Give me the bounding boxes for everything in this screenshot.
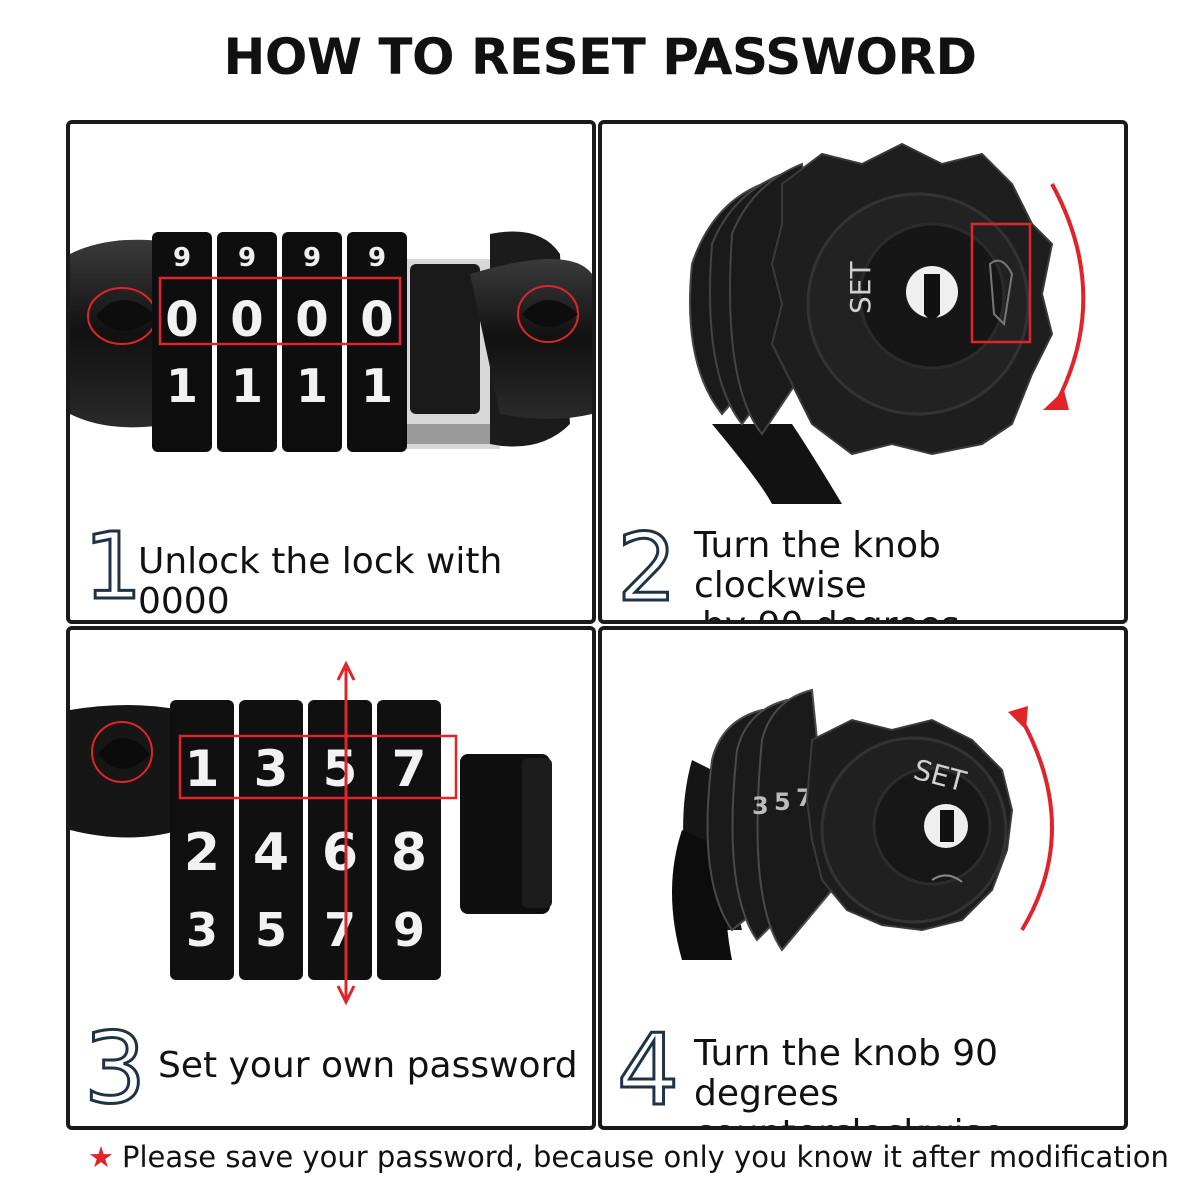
step-2-panel: SET 2 Turn the knob clockwise by 90 degr… bbox=[598, 120, 1128, 624]
highlight-box bbox=[158, 276, 402, 346]
dial-1-mid: 0 bbox=[165, 292, 198, 348]
counterclockwise-arrow bbox=[1020, 719, 1054, 932]
step-number-4: 4 bbox=[615, 1014, 680, 1112]
svg-text:2: 2 bbox=[617, 516, 677, 608]
lock-dials-photo: 9 9 9 9 0 0 0 0 1 1 1 1 bbox=[70, 231, 592, 452]
set-label: SET bbox=[844, 261, 877, 314]
dial-1-lower: 2 bbox=[184, 823, 220, 883]
step-2-caption: Turn the knob clockwise by 90 degrees bbox=[694, 525, 960, 621]
step-3-caption: Set your own password bbox=[158, 1045, 578, 1086]
side-digit: 3 bbox=[752, 792, 769, 820]
dial-1-bottom: 1 bbox=[166, 359, 198, 413]
dial-3-top: 9 bbox=[303, 243, 321, 273]
dial-4-lower: 8 bbox=[391, 823, 427, 883]
dial-3-bottom: 1 bbox=[296, 359, 328, 413]
step-1-caption: Unlock the lock with 0000 bbox=[138, 541, 503, 622]
dial-2-mid: 3 bbox=[254, 740, 289, 798]
clockwise-arrow bbox=[1050, 183, 1086, 403]
dial-2-lower: 4 bbox=[253, 823, 289, 883]
lock-dials-photo-set: 1 3 5 7 2 4 6 8 3 5 7 9 bbox=[70, 660, 552, 1006]
dial-1-bottom: 3 bbox=[186, 903, 218, 957]
dial-3-bottom: 7 bbox=[324, 903, 356, 957]
dial-4-bottom: 1 bbox=[361, 359, 393, 413]
dial-4-mid: 7 bbox=[392, 740, 427, 798]
dial-1-mid: 1 bbox=[185, 740, 220, 798]
svg-text:3: 3 bbox=[84, 1014, 146, 1110]
dial-4-bottom: 9 bbox=[393, 903, 425, 957]
step-4-caption: Turn the knob 90 degrees counterclockwis… bbox=[694, 1033, 1005, 1127]
step-1-panel: 9 9 9 9 0 0 0 0 1 1 1 1 1 Unlock the loc… bbox=[66, 120, 596, 624]
dial-2-mid: 0 bbox=[230, 292, 263, 348]
dial-group: 1 3 5 7 2 4 6 8 3 5 7 9 bbox=[170, 700, 441, 980]
footer-note: ★Please save your password, because only… bbox=[88, 1140, 1169, 1174]
dial-2-bottom: 1 bbox=[231, 359, 263, 413]
step-3-panel: 1 3 5 7 2 4 6 8 3 5 7 9 3 Set your own p… bbox=[66, 626, 596, 1130]
svg-text:4: 4 bbox=[617, 1014, 679, 1112]
page-title: HOW TO RESET PASSWORD bbox=[223, 28, 977, 86]
highlight-box bbox=[970, 222, 1032, 344]
side-digit: 5 bbox=[774, 788, 791, 816]
step-number-3: 3 bbox=[82, 1014, 147, 1110]
dial-3-mid: 0 bbox=[295, 292, 328, 348]
step-number-1: 1 bbox=[88, 516, 138, 606]
dial-1-top: 9 bbox=[173, 243, 191, 273]
footer-text: Please save your password, because only … bbox=[122, 1140, 1169, 1174]
dial-2-bottom: 5 bbox=[255, 903, 287, 957]
step-number-2: 2 bbox=[616, 516, 679, 608]
step-4-panel: 3 5 7 9 SET 4 Turn the knob 90 degrees c… bbox=[598, 626, 1128, 1130]
svg-text:1: 1 bbox=[88, 516, 138, 606]
dial-2-top: 9 bbox=[238, 243, 256, 273]
dial-3-lower: 6 bbox=[322, 823, 358, 883]
dial-4-top: 9 bbox=[368, 243, 386, 273]
dial-4-mid: 0 bbox=[360, 292, 393, 348]
star-icon: ★ bbox=[88, 1140, 114, 1174]
dial-3-mid: 5 bbox=[323, 740, 358, 798]
knob-photo-clockwise: SET bbox=[689, 142, 1086, 504]
highlight-box bbox=[178, 734, 458, 800]
knob-photo-counterclockwise: 3 5 7 9 SET bbox=[672, 688, 1054, 960]
dial-group: 9 9 9 9 0 0 0 0 1 1 1 1 bbox=[152, 232, 407, 452]
